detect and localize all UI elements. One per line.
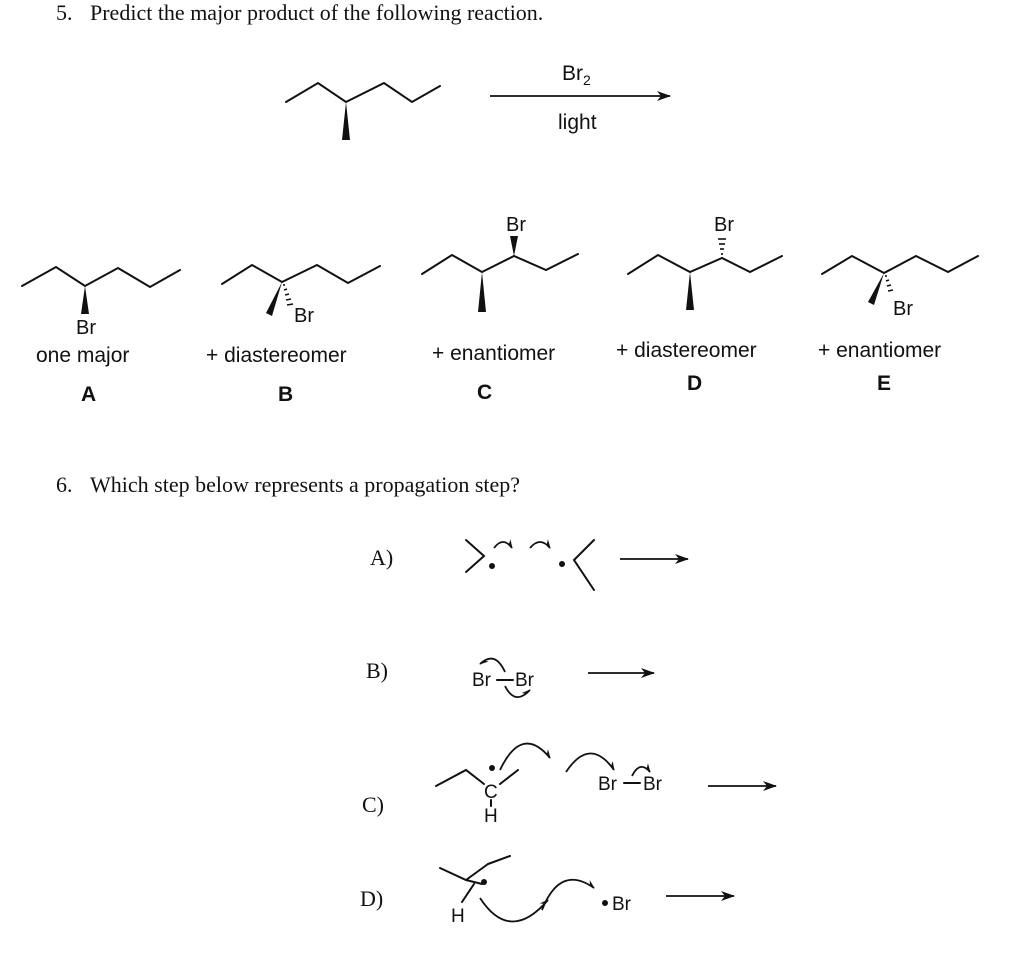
fishhook-arrow xyxy=(479,657,506,673)
choice-d-label: D) xyxy=(360,886,383,911)
hash-bond xyxy=(885,275,894,292)
option-d-letter: D xyxy=(687,372,702,395)
wedge-bond xyxy=(686,272,694,310)
reagent-br2: Br2 xyxy=(562,62,591,88)
choice-a-label: A) xyxy=(370,545,393,570)
choice-c-label: C) xyxy=(362,792,384,817)
option-a-letter: A xyxy=(81,383,96,406)
choice-c-hydrogen: H xyxy=(484,806,498,827)
radical-dot xyxy=(481,879,487,885)
question-5-number: 5. xyxy=(56,0,73,25)
option-b-letter: B xyxy=(278,383,293,406)
option-c-br: Br xyxy=(506,214,526,236)
option-d-br: Br xyxy=(714,214,734,236)
fishhook-arrow xyxy=(479,897,549,923)
choice-b-structure: Br Br xyxy=(472,657,535,698)
radical-dot xyxy=(489,563,495,569)
wedge-bond xyxy=(478,272,486,312)
choice-b-label: B) xyxy=(366,658,388,683)
choice-d-br: Br xyxy=(612,894,632,915)
option-a-note: one major xyxy=(36,344,129,367)
choice-b-br-1: Br xyxy=(472,670,492,691)
fishhook-arrow xyxy=(493,539,513,549)
fishhook-arrow xyxy=(565,752,615,773)
wedge-bond xyxy=(81,286,89,314)
question-6-number: 6. xyxy=(56,472,73,497)
option-d-structure: Br xyxy=(627,214,783,310)
option-e-letter: E xyxy=(877,372,891,395)
choice-c-carbon: C xyxy=(484,782,498,803)
fishhook-arrow xyxy=(499,742,551,771)
option-e-structure: Br xyxy=(821,254,979,320)
choice-d-hydrogen: H xyxy=(451,906,465,927)
hash-bond xyxy=(718,238,726,255)
choice-c-br-2: Br xyxy=(643,774,663,795)
wedge-bond xyxy=(510,236,518,256)
wedge-bond xyxy=(266,282,282,316)
fishhook-arrow xyxy=(504,685,531,698)
option-d-note: + diastereomer xyxy=(616,339,757,362)
option-a-structure: Br xyxy=(21,265,181,339)
choice-b-br-2: Br xyxy=(515,670,535,691)
radical-dot xyxy=(489,765,495,771)
choice-d-structure: H Br xyxy=(439,855,632,927)
question-6-text: Which step below represents a propagatio… xyxy=(90,472,521,497)
question-5-text: Predict the major product of the followi… xyxy=(90,0,544,25)
option-c-note: + enantiomer xyxy=(432,342,555,365)
option-b-structure: Br xyxy=(221,263,381,327)
reactant-molecule xyxy=(285,81,441,140)
wedge-bond xyxy=(342,102,350,140)
radical-dot xyxy=(602,900,608,906)
option-b-br: Br xyxy=(294,305,314,327)
fishhook-arrow xyxy=(541,878,595,911)
fishhook-arrow xyxy=(529,539,551,549)
option-e-br: Br xyxy=(893,298,913,320)
option-c-letter: C xyxy=(477,381,492,404)
option-b-note: + diastereomer xyxy=(206,344,347,367)
choice-c-br-1: Br xyxy=(598,774,618,795)
hash-bond xyxy=(283,284,294,306)
option-e-note: + enantiomer xyxy=(818,339,941,362)
fishhook-arrow xyxy=(631,763,651,777)
wedge-bond xyxy=(868,273,884,305)
reagent-light: light xyxy=(558,111,597,134)
radical-dot xyxy=(559,561,565,567)
option-a-br: Br xyxy=(76,317,96,339)
choice-a-structure xyxy=(465,539,595,591)
option-c-structure: Br xyxy=(421,214,579,312)
choice-c-structure: C H Br Br xyxy=(435,742,663,827)
